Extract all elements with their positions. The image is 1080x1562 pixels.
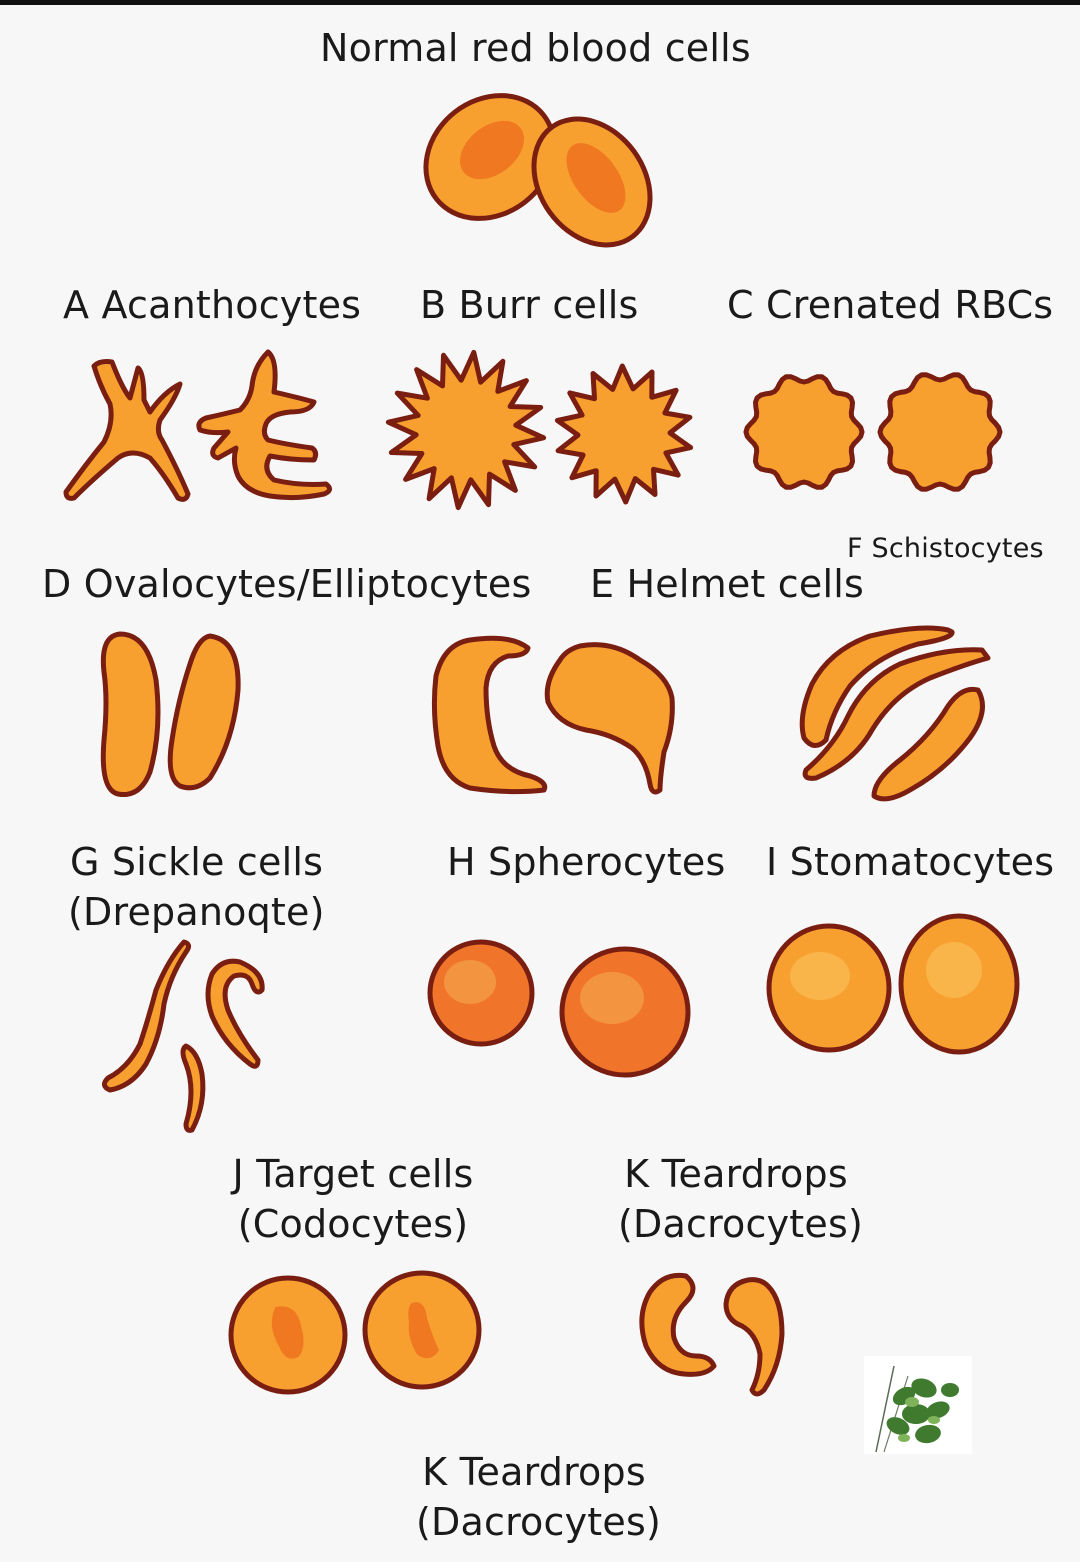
helmet-cell-group bbox=[431, 635, 675, 795]
sickle-cell bbox=[102, 939, 192, 1093]
ovalocyte-cell bbox=[100, 631, 161, 798]
crenated-rbc-group bbox=[743, 372, 1003, 492]
acanthocyte-group bbox=[63, 349, 332, 502]
burr-cell bbox=[385, 349, 547, 511]
burr-cell bbox=[554, 363, 694, 505]
sickle-cell bbox=[180, 1043, 206, 1133]
label-teardrops-1-line2: (Dacrocytes) bbox=[618, 1201, 863, 1246]
target-cell-group bbox=[228, 1270, 482, 1395]
label-crenated-rbcs: C Crenated RBCs bbox=[727, 283, 1054, 327]
label-burr-cells: B Burr cells bbox=[420, 283, 639, 327]
stomatocyte-cell bbox=[898, 913, 1020, 1055]
title-normal-rbc: Normal red blood cells bbox=[320, 26, 751, 70]
label-sickle-cells: G Sickle cells (Drepanoqte) bbox=[68, 840, 325, 935]
burr-cell-group bbox=[385, 349, 694, 511]
label-teardrops-1-line1: K Teardrops bbox=[624, 1152, 848, 1196]
target-cell bbox=[362, 1270, 482, 1390]
label-sickle-line1: G Sickle cells bbox=[70, 840, 324, 884]
sickle-cell-group bbox=[102, 939, 265, 1133]
label-acanthocytes: A Acanthocytes bbox=[63, 283, 362, 327]
stomatocyte-group bbox=[766, 913, 1020, 1055]
label-schistocytes: F Schistocytes bbox=[847, 533, 1044, 564]
stomatocyte-cell bbox=[766, 923, 892, 1053]
label-teardrops-1: K Teardrops (Dacrocytes) bbox=[618, 1152, 863, 1247]
ovalocyte-group bbox=[100, 631, 241, 798]
label-target-line2: (Codocytes) bbox=[237, 1201, 469, 1246]
normal-rbc-pair bbox=[423, 93, 653, 248]
crenated-rbc-cell bbox=[743, 374, 865, 490]
label-sickle-line2: (Drepanoqte) bbox=[68, 889, 325, 934]
helmet-cell bbox=[431, 635, 548, 795]
normal-rbc-cell bbox=[423, 93, 557, 221]
plant-thumbnail-icon bbox=[864, 1356, 972, 1454]
teardrop-group bbox=[639, 1272, 785, 1397]
sickle-cell bbox=[205, 958, 265, 1069]
target-cell bbox=[228, 1275, 348, 1395]
teardrop-cell bbox=[639, 1272, 717, 1377]
crenated-rbc-cell bbox=[877, 372, 1003, 492]
label-spherocytes: H Spherocytes bbox=[447, 840, 726, 884]
label-target-cells: J Target cells (Codocytes) bbox=[222, 1152, 484, 1247]
schistocyte-cell bbox=[799, 625, 955, 748]
label-teardrops-2: K Teardrops (Dacrocytes) bbox=[416, 1450, 661, 1545]
teardrop-cell bbox=[723, 1277, 785, 1397]
acanthocyte-cell bbox=[63, 359, 191, 502]
label-ovalocytes: D Ovalocytes/Elliptocytes bbox=[42, 562, 532, 606]
helmet-cell bbox=[544, 642, 675, 795]
label-stomatocytes: I Stomatocytes bbox=[766, 840, 1055, 884]
label-target-line1: J Target cells bbox=[232, 1152, 474, 1196]
spherocyte-cell bbox=[559, 946, 691, 1078]
acanthocyte-cell bbox=[196, 349, 332, 501]
label-teardrops-2-line1: K Teardrops bbox=[422, 1450, 646, 1494]
label-helmet-cells: E Helmet cells bbox=[590, 562, 864, 606]
top-border bbox=[0, 0, 1080, 5]
schistocyte-cell bbox=[871, 686, 985, 802]
schistocyte-group bbox=[799, 625, 991, 802]
ovalocyte-cell bbox=[167, 633, 241, 791]
spherocyte-cell bbox=[427, 939, 535, 1047]
schistocyte-cell bbox=[802, 647, 991, 781]
label-teardrops-2-line2: (Dacrocytes) bbox=[416, 1499, 661, 1544]
spherocyte-group bbox=[427, 939, 691, 1078]
normal-rbc-cell bbox=[531, 116, 653, 248]
